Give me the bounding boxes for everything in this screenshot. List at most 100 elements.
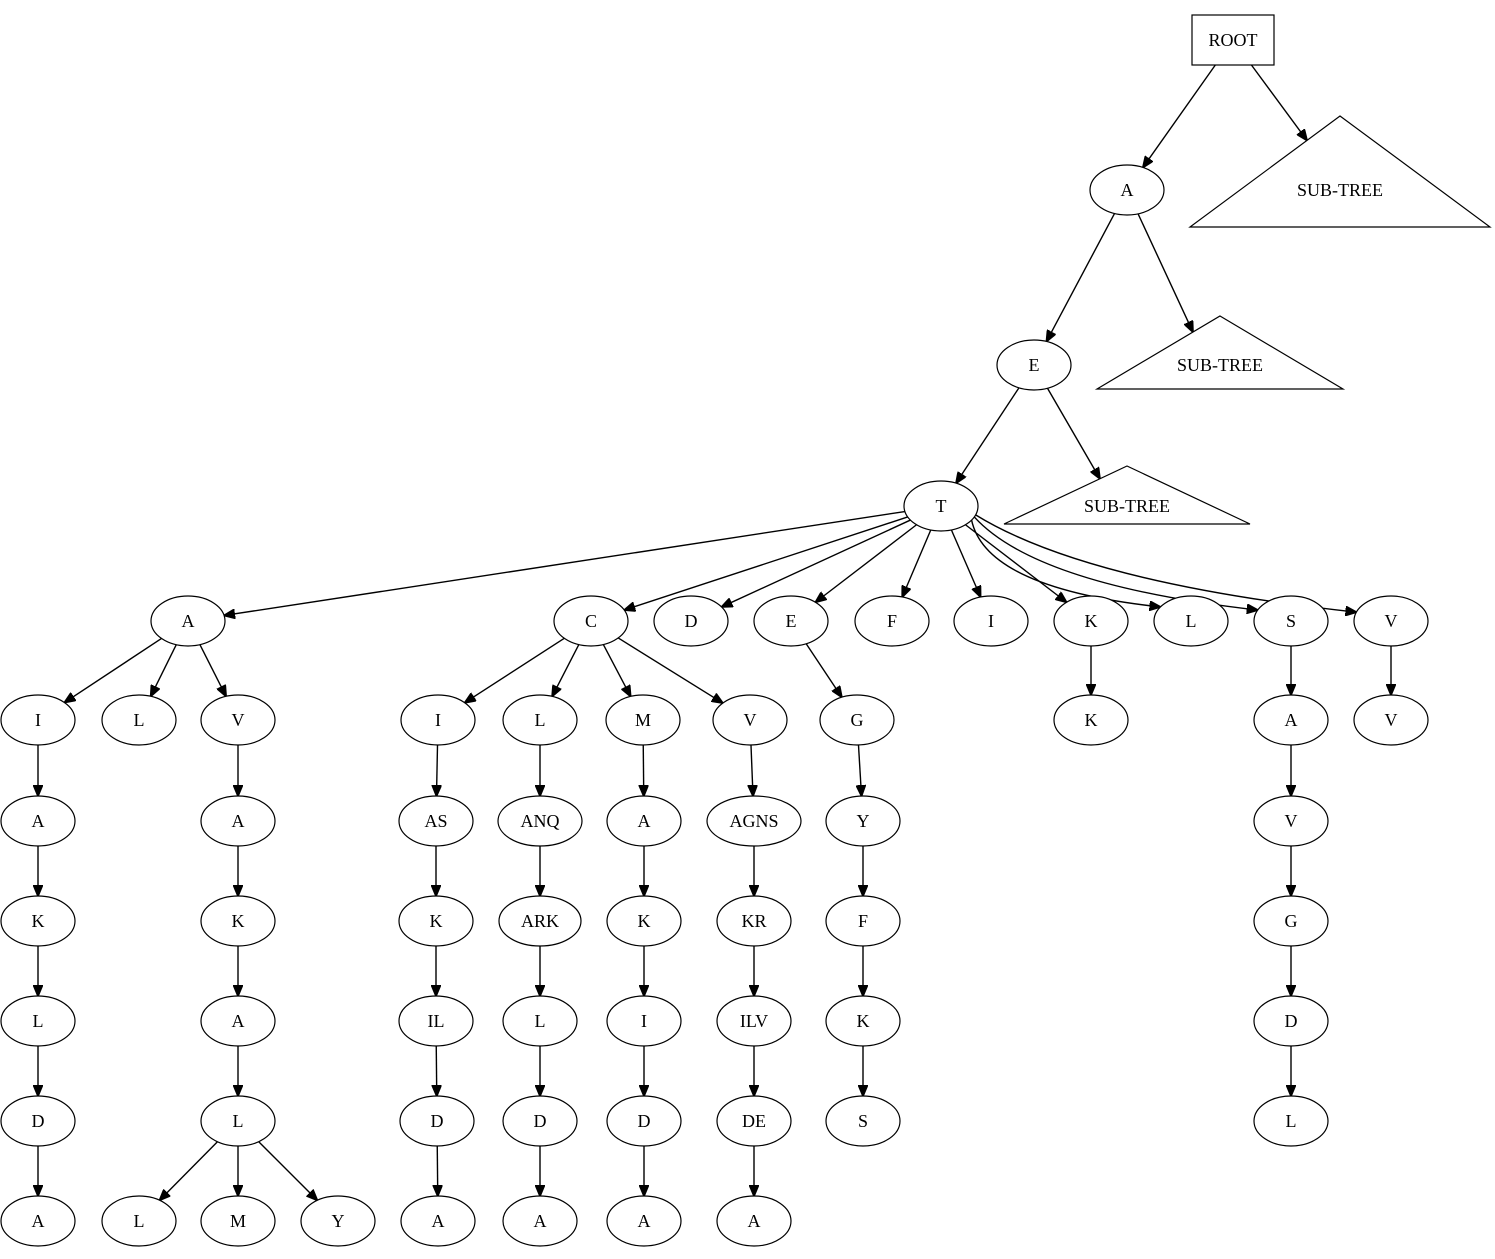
node-ark: ARK xyxy=(498,895,582,947)
node-ellipse xyxy=(0,1095,76,1147)
edge-t1-to-A2 xyxy=(224,510,906,616)
subtree-triangle xyxy=(1094,315,1346,390)
node-v: V xyxy=(1353,694,1429,746)
node-ellipse xyxy=(606,1095,682,1147)
node-ellipse xyxy=(1089,164,1165,216)
edge-t1-to-L1 xyxy=(970,519,1161,607)
node-label: Y xyxy=(332,1211,345,1231)
node-f: F xyxy=(825,895,901,947)
node-sub-tree: SUB-TREE xyxy=(1003,465,1251,525)
node-ellipse xyxy=(716,1195,792,1247)
node-a: A xyxy=(0,1195,76,1247)
edge-aVL-to-aVY xyxy=(258,1141,318,1201)
node-ellipse xyxy=(716,1095,792,1147)
node-ellipse xyxy=(200,795,276,847)
node-label: K xyxy=(1085,611,1098,631)
edge-C-to-cM xyxy=(602,644,630,697)
node-label: AS xyxy=(424,811,447,831)
node-label: G xyxy=(1285,911,1298,931)
node-label: M xyxy=(230,1211,246,1231)
edge-t1-to-K1 xyxy=(965,524,1066,602)
node-ellipse xyxy=(712,694,788,746)
node-d: D xyxy=(1253,995,1329,1047)
edge-C-to-cI xyxy=(465,637,565,702)
node-ellipse xyxy=(1353,595,1429,647)
node-ellipse xyxy=(1053,595,1129,647)
node-ellipse xyxy=(1053,694,1129,746)
node-label: E xyxy=(786,611,797,631)
edge-A2-to-aL xyxy=(151,644,177,697)
edge-eG-to-eY xyxy=(858,744,861,796)
node-label: C xyxy=(585,611,597,631)
node-l: L xyxy=(1253,1095,1329,1147)
node-ellipse xyxy=(0,995,76,1047)
node-e: E xyxy=(753,595,829,647)
node-a: A xyxy=(400,1195,476,1247)
node-k: K xyxy=(825,995,901,1047)
node-a: A xyxy=(150,595,226,647)
node-anq: ANQ xyxy=(497,795,583,847)
node-label: I xyxy=(435,710,441,730)
node-label: A xyxy=(1285,710,1298,730)
node-ellipse xyxy=(825,1095,901,1147)
node-label: IL xyxy=(428,1011,445,1031)
node-ellipse xyxy=(825,995,901,1047)
node-ellipse xyxy=(706,795,802,847)
edge-cID-to-cIA xyxy=(437,1145,438,1196)
node-ellipse xyxy=(605,694,681,746)
node-label: G xyxy=(851,710,864,730)
node-k: K xyxy=(200,895,276,947)
node-label: I xyxy=(988,611,994,631)
node-g: G xyxy=(819,694,895,746)
node-v: V xyxy=(1253,795,1329,847)
edge-root-to-a1 xyxy=(1143,64,1216,167)
node-label: S xyxy=(858,1111,868,1131)
node-label: KR xyxy=(741,911,766,931)
edge-cV-to-cVAGNS xyxy=(751,744,753,796)
node-agns: AGNS xyxy=(706,795,802,847)
node-label: K xyxy=(1085,710,1098,730)
node-k: K xyxy=(1053,595,1129,647)
node-v: V xyxy=(712,694,788,746)
subtree-triangle xyxy=(1188,115,1492,228)
node-label: K xyxy=(638,911,651,931)
node-label: ROOT xyxy=(1209,30,1258,50)
node-i: I xyxy=(606,995,682,1047)
node-ellipse xyxy=(200,1095,276,1147)
node-ellipse xyxy=(400,1195,476,1247)
node-label: SUB-TREE xyxy=(1177,355,1263,375)
node-label: V xyxy=(1385,710,1398,730)
node-label: I xyxy=(35,710,41,730)
edge-cM-to-cMA xyxy=(643,744,644,796)
node-a: A xyxy=(606,795,682,847)
node-ellipse xyxy=(1353,694,1429,746)
node-ellipse xyxy=(0,694,76,746)
node-ellipse xyxy=(101,1195,177,1247)
node-t: T xyxy=(903,480,979,532)
edge-t1-to-C xyxy=(624,516,908,610)
node-ellipse xyxy=(606,795,682,847)
node-ellipse xyxy=(606,995,682,1047)
node-ellipse xyxy=(606,895,682,947)
edge-t1-to-I1 xyxy=(950,529,980,597)
node-i: I xyxy=(400,694,476,746)
node-ellipse xyxy=(398,895,474,947)
node-ellipse xyxy=(819,694,895,746)
node-de: DE xyxy=(716,1095,792,1147)
node-d: D xyxy=(502,1095,578,1147)
edge-root-to-st1 xyxy=(1250,64,1307,140)
node-ellipse xyxy=(398,995,474,1047)
node-ellipse xyxy=(716,895,792,947)
node-a: A xyxy=(606,1195,682,1247)
edge-C-to-cV xyxy=(617,637,723,703)
node-label: A xyxy=(748,1211,761,1231)
node-label: A xyxy=(232,1011,245,1031)
node-label: A xyxy=(534,1211,547,1231)
node-ellipse xyxy=(953,595,1029,647)
node-label: F xyxy=(887,611,897,631)
node-label: M xyxy=(635,710,651,730)
node-label: ANQ xyxy=(521,811,560,831)
node-kr: KR xyxy=(716,895,792,947)
node-ellipse xyxy=(150,595,226,647)
node-c: C xyxy=(553,595,629,647)
